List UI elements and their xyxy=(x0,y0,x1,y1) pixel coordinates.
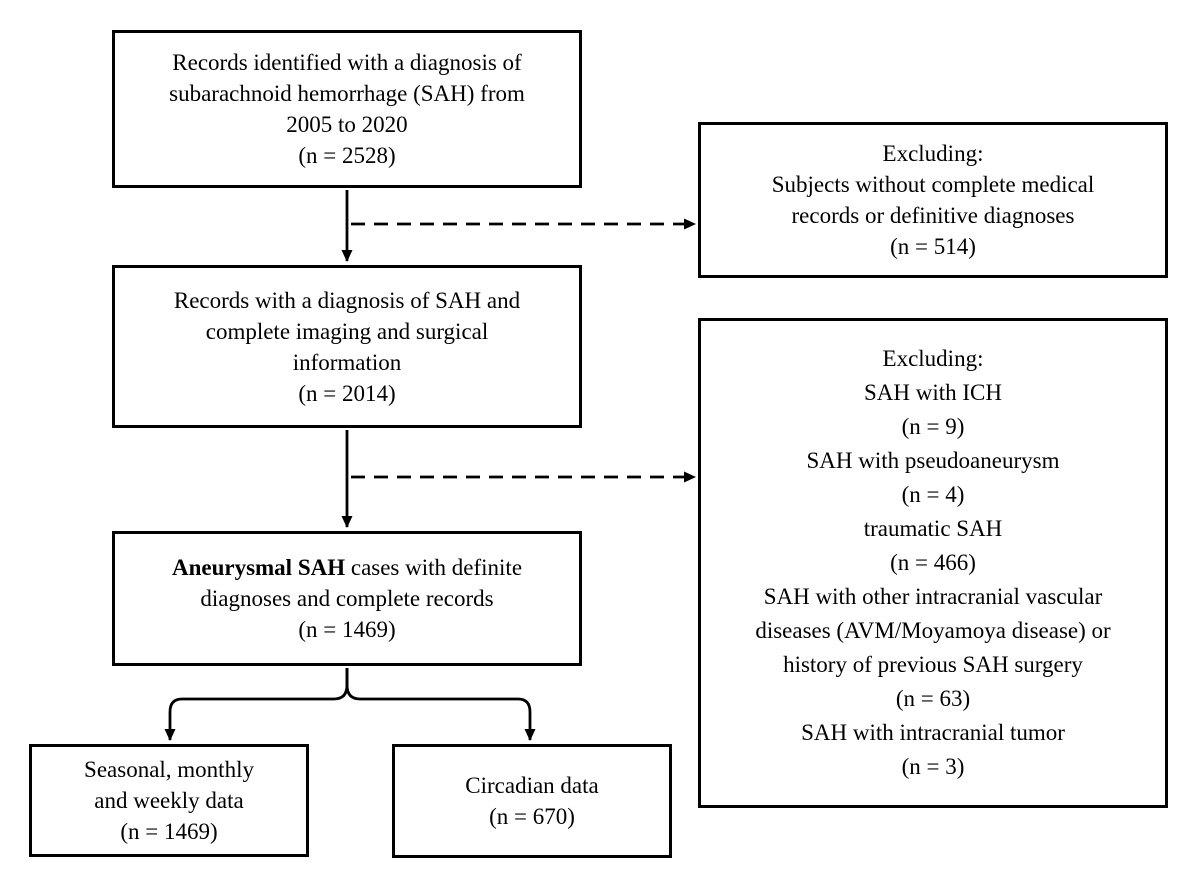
box-text-fragment: cases with definite xyxy=(345,555,523,580)
box-text-line: complete imaging and surgical xyxy=(205,318,489,344)
split-arrow-to-seasonal xyxy=(164,668,349,741)
box-count-line: (n = 1469) xyxy=(298,617,396,642)
box-count-line: (n = 2528) xyxy=(298,143,396,168)
box-aneurysmal-sah-cases: Aneurysmal SAH cases with definite diagn… xyxy=(112,531,582,666)
box-excluding-other-sah-types: Excluding: SAH with ICH (n = 9) SAH with… xyxy=(698,318,1168,808)
box-text-line: SAH with pseudoaneurysm xyxy=(806,448,1060,473)
box-records-with-complete-info: Records with a diagnosis of SAH and comp… xyxy=(112,265,582,428)
box-excluding-incomplete-records: Excluding: Subjects without complete med… xyxy=(698,122,1168,278)
box-text-line: diseases (AVM/Moyamoya disease) or xyxy=(755,618,1111,643)
box-text-line: Aneurysmal SAH cases with definite xyxy=(115,552,579,583)
box-seasonal-monthly-weekly-data: Seasonal, monthly and weekly data (n = 1… xyxy=(29,744,309,857)
box-text-line: SAH with other intracranial vascular xyxy=(763,584,1103,609)
box-text-line: Circadian data xyxy=(465,773,599,798)
split-arrow-to-circadian xyxy=(345,668,536,741)
bold-aneurysmal-sah-label: Aneurysmal SAH xyxy=(171,555,346,580)
box-text-line: traumatic SAH xyxy=(863,516,1003,541)
box-text-line: Excluding: xyxy=(882,141,984,166)
box-count-line: (n = 670) xyxy=(489,804,575,829)
box-text-line: SAH with intracranial tumor xyxy=(801,720,1065,745)
box-text-line: Subjects without complete medical xyxy=(771,172,1095,197)
box-text-line: 2005 to 2020 xyxy=(286,112,408,137)
box-count-line: (n = 63) xyxy=(895,686,971,711)
box-count-line: (n = 514) xyxy=(890,234,976,259)
box-records-identified: Records identified with a diagnosis of s… xyxy=(112,30,582,188)
box-text-line: Excluding: xyxy=(882,346,984,371)
box-text-line: records or definitive diagnoses xyxy=(791,203,1075,228)
box-text-line: history of previous SAH surgery xyxy=(783,652,1083,677)
box-text-line: information xyxy=(292,349,402,375)
box-count-line: (n = 3) xyxy=(901,754,965,779)
box-text-line: diagnoses and complete records xyxy=(200,586,494,611)
box-count-line: (n = 4) xyxy=(901,482,965,507)
box-text-line: SAH with ICH xyxy=(863,380,1002,405)
box-text-line: Records identified with a diagnosis of xyxy=(172,50,522,75)
box-count-line: (n = 1469) xyxy=(120,819,218,844)
box-text-line: Seasonal, monthly xyxy=(84,757,254,782)
box-text-line: subarachnoid hemorrhage (SAH) from xyxy=(169,81,525,106)
box-count-line: (n = 9) xyxy=(901,414,965,439)
box-text-line: and weekly data xyxy=(94,788,244,813)
box-count-line: (n = 466) xyxy=(890,550,976,575)
box-text-line: Records with a diagnosis of SAH and xyxy=(173,287,521,313)
box-count-line: (n = 2014) xyxy=(298,380,396,406)
box-circadian-data: Circadian data (n = 670) xyxy=(392,744,672,858)
